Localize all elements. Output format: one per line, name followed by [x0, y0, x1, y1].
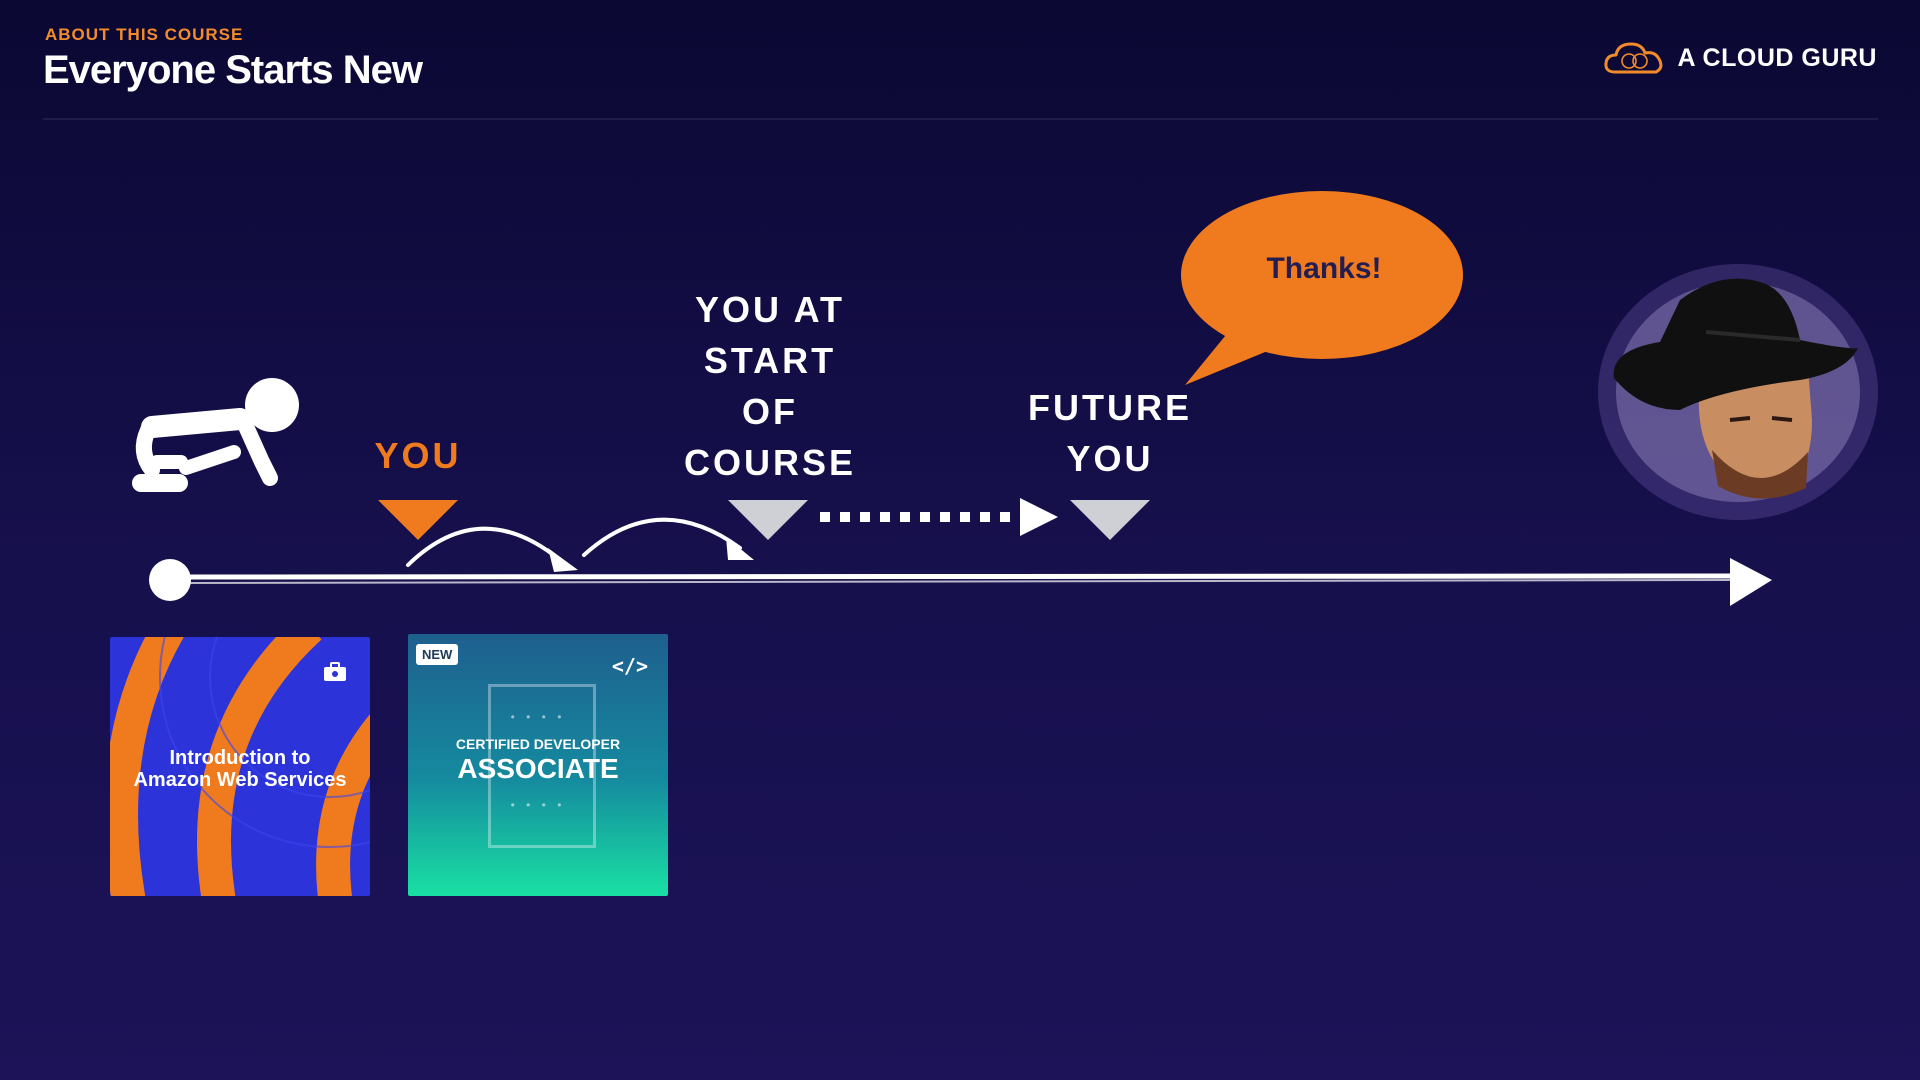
progress-curve-arrows	[406, 517, 742, 567]
section-kicker: ABOUT THIS COURSE	[45, 25, 244, 44]
brand-logo: A CLOUD GURU	[1603, 38, 1877, 78]
curve-arrowhead-2	[726, 537, 754, 560]
speech-bubble-text: Thanks!	[1266, 252, 1382, 285]
curve-arrowhead-1	[548, 548, 578, 572]
course-card-intro-aws[interactable]: Introduction to Amazon Web Services	[110, 637, 370, 896]
course-title: Introduction to Amazon Web Services	[133, 747, 347, 791]
card-dots-top: • • • •	[510, 710, 566, 724]
page-title: Everyone Starts New	[43, 48, 423, 92]
timeline-axis	[149, 558, 1772, 606]
course-subtitle: CERTIFIED DEVELOPER	[455, 736, 621, 752]
speech-bubble	[1181, 191, 1463, 385]
dotted-arrow	[820, 498, 1058, 536]
toolbox-icon	[324, 662, 346, 681]
cowboy-portrait	[1598, 264, 1878, 520]
course-card-developer-associate[interactable]: NEW </> • • • • CERTIFIED DEVELOPER ASSO…	[408, 634, 668, 896]
you-marker	[378, 500, 458, 540]
header-divider	[43, 118, 1878, 120]
code-icon: </>	[611, 654, 648, 678]
start-of-course-marker	[728, 500, 808, 540]
cloud-icon	[1604, 42, 1663, 74]
card-frame-decoration	[488, 684, 596, 848]
brand-name: A CLOUD GURU	[1677, 43, 1877, 72]
future-you-marker	[1070, 500, 1150, 540]
future-you-label: FUTURE YOU	[1028, 387, 1192, 479]
start-of-course-label: YOU AT START OF COURSE	[683, 289, 857, 483]
new-badge: NEW	[416, 644, 459, 665]
crawling-baby-icon	[132, 378, 299, 492]
card-stripes	[110, 637, 370, 896]
you-label: YOU	[374, 435, 462, 476]
card-dots-bottom: • • • •	[510, 798, 566, 812]
course-title: ASSOCIATE	[457, 753, 619, 784]
